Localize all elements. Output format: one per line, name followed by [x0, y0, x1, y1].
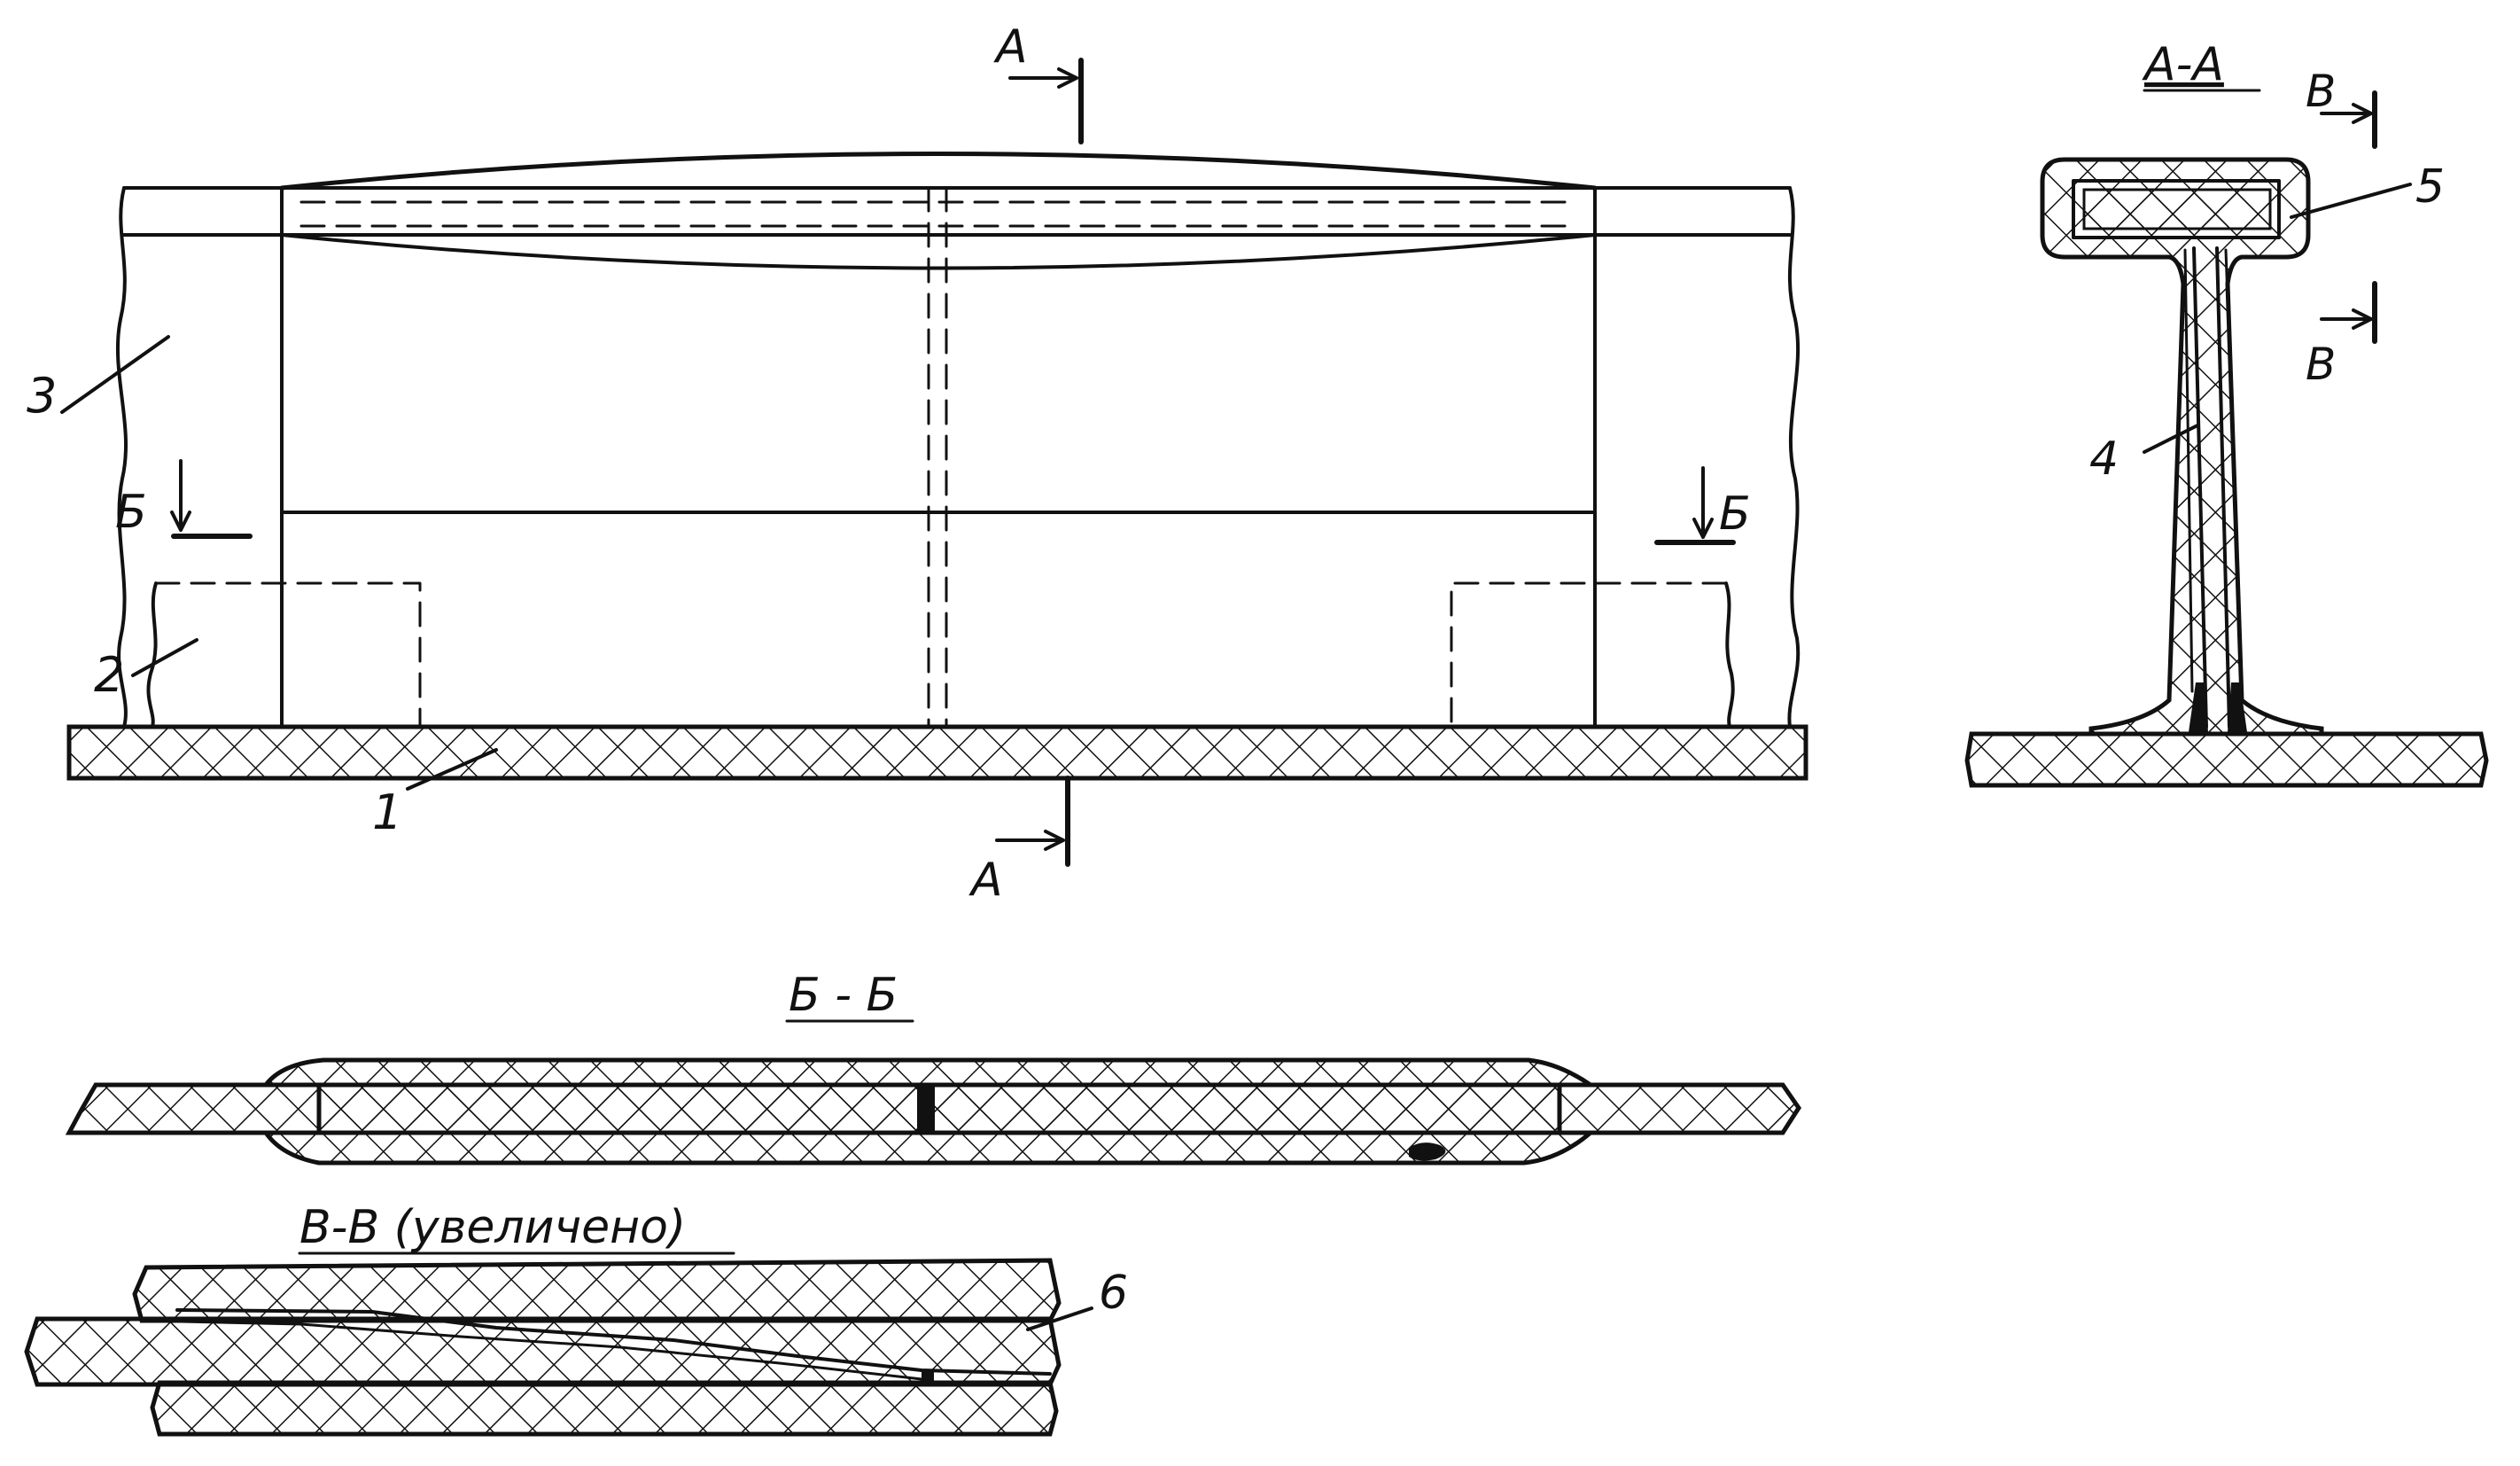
callout-3-label: 3: [27, 368, 57, 424]
part-2-left-outline: [154, 581, 422, 729]
bulge-outer: [279, 152, 1598, 191]
right-break-line: [1787, 186, 1801, 729]
section-v-top-label: В: [2306, 66, 2336, 117]
section-a-bottom-arrow: [995, 830, 1065, 851]
vv-joint-marker: [922, 1372, 934, 1384]
section-b-right-arrow: [1692, 466, 1714, 539]
section-a-top-label: А: [993, 20, 1028, 74]
aa-web-ply-right2: [2224, 248, 2244, 693]
callout-2-label: 2: [94, 647, 124, 703]
aa-base-flange: [1964, 731, 2489, 788]
section-aa-view: А-А В В 5 4: [1964, 38, 2489, 788]
aa-filler-right: [2228, 682, 2247, 732]
callout-4-label: 4: [2089, 433, 2119, 486]
callout-4-leader: [2143, 424, 2199, 454]
section-a-bottom-label: А: [968, 854, 1003, 907]
bb-joint-marker: [917, 1087, 935, 1131]
aa-cap-inner: [2072, 179, 2281, 239]
section-b-right-label: Б: [1719, 487, 1751, 541]
vv-ply-drops: [175, 1308, 1052, 1376]
aa-web-ply-left: [2192, 246, 2208, 729]
main-view: А А Б Б 3 2 1: [27, 20, 1808, 907]
aa-ibeam-outer: [2040, 157, 2324, 737]
skin-plate: [66, 724, 1808, 781]
aa-filler-left: [2189, 682, 2208, 732]
section-v-bottom-label: В: [2306, 339, 2336, 390]
section-b-left-label: Б: [115, 486, 147, 539]
part-2-right-outline: [1450, 581, 1728, 729]
callout-5-label: 5: [2415, 160, 2445, 214]
aa-web-ply-right: [2215, 246, 2231, 729]
section-bb-title: Б - Б: [789, 969, 898, 1022]
section-vv-title: В-В (увеличено): [299, 1201, 686, 1254]
part-2-left-break: [146, 581, 158, 729]
aa-cap-inner-hatch: [2082, 188, 2272, 230]
callout-3-leader: [60, 335, 170, 414]
section-a-top-arrow: [1008, 67, 1078, 89]
vv-base-strip: [24, 1316, 1062, 1387]
section-b-left-arrow: [170, 459, 191, 532]
section-vv-view: В-В (увеличено) 6: [24, 1201, 1128, 1437]
callout-1-label: 1: [372, 784, 402, 840]
section-v-top-arrow: [2320, 103, 2373, 124]
left-break-line: [115, 186, 128, 729]
bb-defect-mark: [1409, 1142, 1446, 1161]
stiffener-top-band: [122, 186, 1792, 237]
callout-6-label: 6: [1099, 1267, 1128, 1320]
part-2-right-break: [1724, 581, 1735, 729]
aa-web-ply-left2: [2183, 248, 2194, 693]
vv-ply-drops-2: [140, 1319, 923, 1381]
vv-lower-ply: [150, 1380, 1059, 1437]
section-bb-view: Б - Б: [65, 969, 1802, 1166]
callout-1-leader: [406, 748, 498, 791]
bulge-inner: [280, 233, 1597, 270]
callout-6-leader: [1026, 1306, 1093, 1331]
callout-5-leader: [2290, 183, 2412, 219]
section-v-bottom-arrow: [2320, 308, 2373, 330]
section-aa-title: А-А: [2142, 38, 2224, 91]
callout-2-leader: [131, 638, 198, 677]
